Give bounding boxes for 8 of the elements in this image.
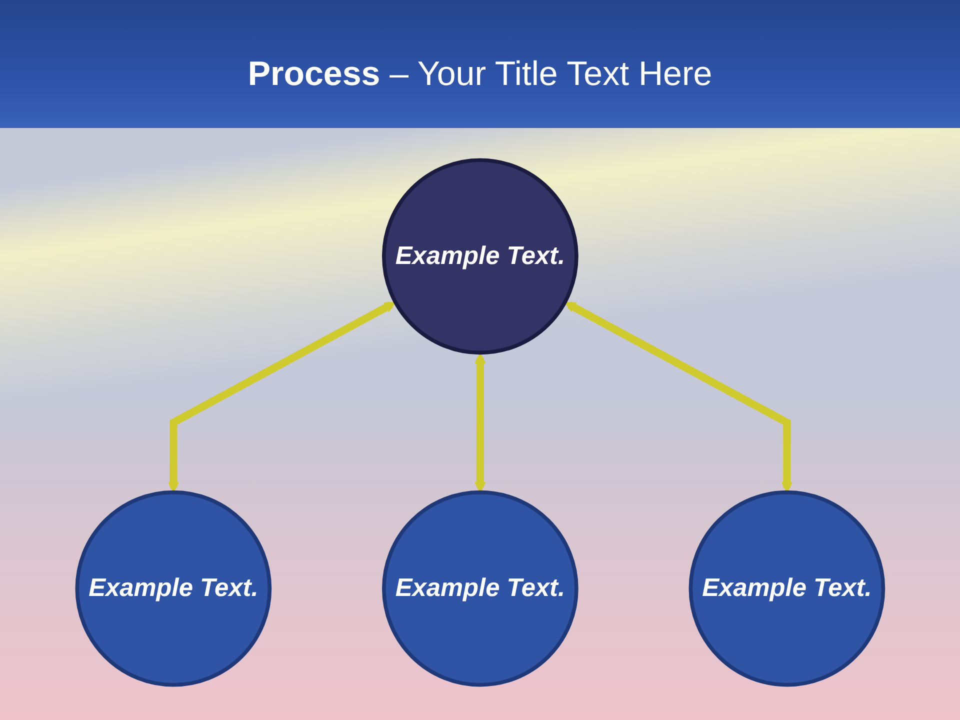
process-circle: Example Text. bbox=[382, 158, 578, 355]
process-circle: Example Text. bbox=[688, 490, 885, 687]
process-circle: Example Text. bbox=[75, 490, 272, 687]
slide-title: Process – Your Title Text Here bbox=[248, 54, 712, 95]
double-arrow bbox=[474, 352, 486, 493]
double-arrow bbox=[168, 301, 396, 493]
process-circle: Example Text. bbox=[382, 490, 578, 687]
double-arrow bbox=[564, 301, 792, 493]
